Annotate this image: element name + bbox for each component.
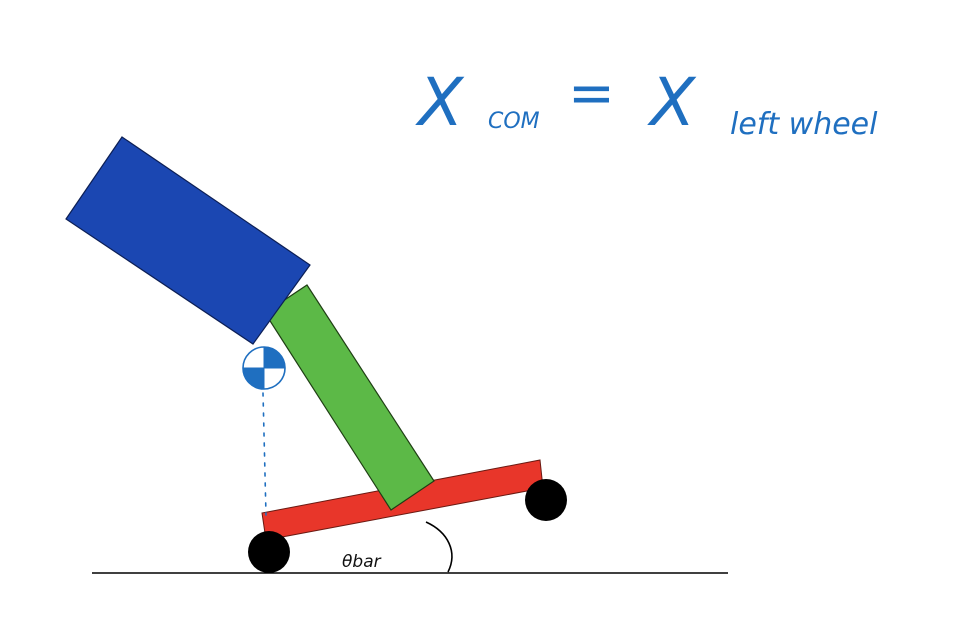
- link-segment: [264, 284, 435, 511]
- equation-x-com: X: [415, 64, 465, 141]
- com-projection-line: [262, 392, 267, 516]
- equation-equals: =: [568, 61, 615, 126]
- upper-body-block: [65, 136, 311, 345]
- angle-label: θbar: [342, 552, 382, 572]
- right-wheel: [525, 479, 567, 521]
- left-wheel: [248, 531, 290, 573]
- equation: X COM = X left wheel: [415, 61, 878, 142]
- equation-x-left-wheel: X: [647, 64, 697, 141]
- center-of-mass-marker: [242, 346, 286, 390]
- angle-arc: [425, 521, 453, 573]
- equation-com-subscript: COM: [488, 109, 540, 134]
- equation-left-wheel-subscript: left wheel: [730, 107, 878, 142]
